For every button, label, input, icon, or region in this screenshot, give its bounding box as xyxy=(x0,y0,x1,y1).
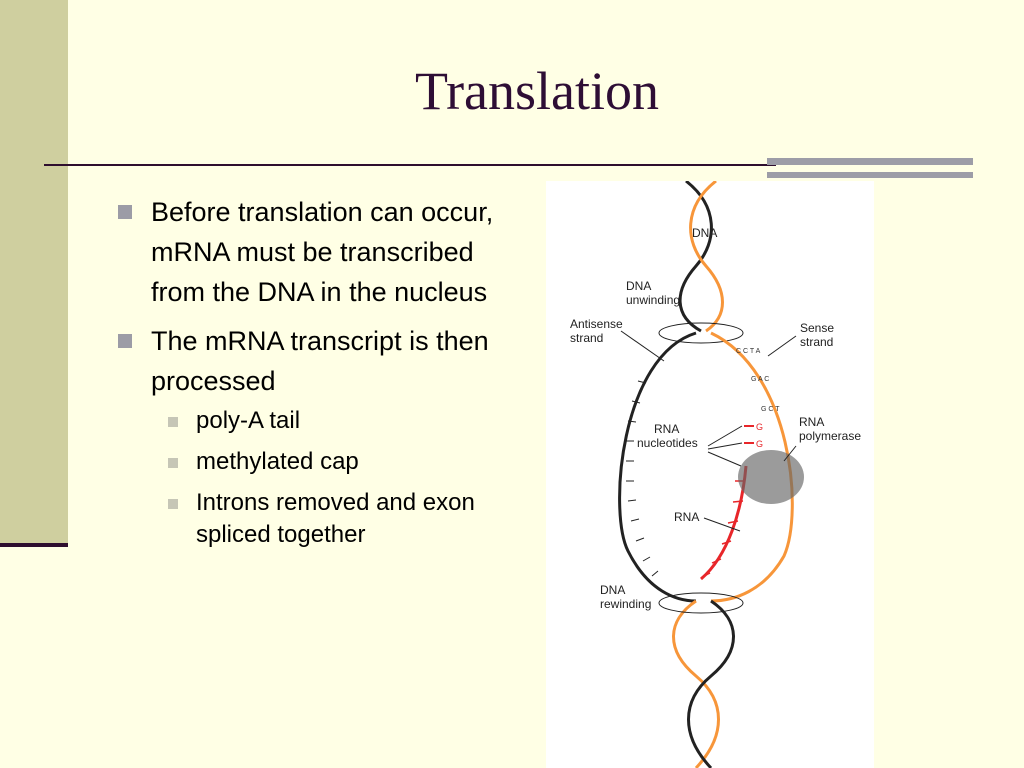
dna-unwinding-label-line-2: unwinding xyxy=(626,293,680,307)
sub-bullet-text: poly-A tail xyxy=(196,407,301,434)
bullet-list: Before translation can occur, mRNA must … xyxy=(114,192,534,560)
rna-polymerase-label-line-2: polymerase xyxy=(799,429,861,443)
rna-polymerase-label-line-1: RNA xyxy=(799,415,824,429)
square-bullet-icon xyxy=(168,417,178,427)
nucleotide-g-label-1: G xyxy=(756,422,763,432)
sense-leader-line xyxy=(767,335,797,357)
nucleotide-g-label-2: G xyxy=(756,439,763,449)
dna-label: DNA xyxy=(692,226,717,240)
nucleotides-leader-line-1 xyxy=(707,425,743,447)
accent-bar-bottom xyxy=(767,172,973,178)
rna-label: RNA xyxy=(674,510,699,524)
sub-bullet-item: methylated cap xyxy=(151,446,534,478)
polymerase-leader-line xyxy=(783,445,797,462)
antisense-strand-label-line-1: Antisense xyxy=(570,317,623,331)
dna-rewinding-label-line-2: rewinding xyxy=(600,597,651,611)
dna-unwinding-label-line-1: DNA xyxy=(626,279,651,293)
rewinding-arrow xyxy=(658,592,744,614)
title-divider xyxy=(44,164,776,166)
base-letters-mid: G C T xyxy=(761,406,780,413)
nucleotides-leader-line-3 xyxy=(707,451,742,467)
square-bullet-icon xyxy=(168,499,178,509)
sub-bullet-item: Introns removed and exon spliced togethe… xyxy=(151,487,534,551)
rna-strand-ticks xyxy=(701,480,745,578)
bullet-item: The mRNA transcript is then processed po… xyxy=(114,321,534,551)
unwinding-arrow xyxy=(658,322,744,344)
dna-rewinding-label-line-1: DNA xyxy=(600,583,625,597)
rna-polymerase-shape xyxy=(738,450,804,504)
square-bullet-icon xyxy=(118,334,132,348)
side-band-rule xyxy=(0,543,68,547)
rna-nucleotides-label-line-2: nucleotides xyxy=(637,436,698,450)
sub-bullet-list: poly-A tail methylated cap Introns remov… xyxy=(151,405,534,551)
bullet-text: Before translation can occur, mRNA must … xyxy=(151,197,494,307)
bullet-item: Before translation can occur, mRNA must … xyxy=(114,192,534,312)
dna-helix-lower-strand-1 xyxy=(672,599,720,768)
side-band xyxy=(0,0,68,543)
dna-helix-upper-strand-2 xyxy=(689,181,724,333)
slide-title: Translation xyxy=(414,61,660,121)
sub-bullet-item: poly-A tail xyxy=(151,405,534,437)
sub-bullet-text: methylated cap xyxy=(196,448,359,475)
base-letters-upper: G A C xyxy=(751,376,769,383)
sub-bullet-text: Introns removed and exon spliced togethe… xyxy=(196,489,475,548)
antisense-strand-label-line-2: strand xyxy=(570,331,603,345)
sense-strand-line xyxy=(710,331,794,603)
transcription-diagram-svg: C C T A G A C G C T G G DNA DNA unwindin… xyxy=(570,181,861,768)
bullet-text: The mRNA transcript is then processed xyxy=(151,326,489,396)
dna-helix-upper-strand-1 xyxy=(678,181,713,333)
square-bullet-icon xyxy=(118,205,132,219)
antisense-leader-line xyxy=(620,330,665,362)
antisense-strand-ticks xyxy=(626,380,659,577)
dna-helix-lower-strand-2 xyxy=(687,599,735,768)
accent-bar-top xyxy=(767,158,973,165)
square-bullet-icon xyxy=(168,458,178,468)
nucleotides-leader-line-2 xyxy=(707,442,743,450)
base-letters-top: C C T A xyxy=(736,348,761,355)
rna-nucleotides-label-line-1: RNA xyxy=(654,422,679,436)
rna-leader-line xyxy=(703,517,741,532)
antisense-strand-line xyxy=(618,331,697,603)
sense-strand-label-line-1: Sense xyxy=(800,321,834,335)
transcription-diagram: C C T A G A C G C T G G DNA DNA unwindin… xyxy=(546,181,874,768)
sense-strand-label-line-2: strand xyxy=(800,335,833,349)
